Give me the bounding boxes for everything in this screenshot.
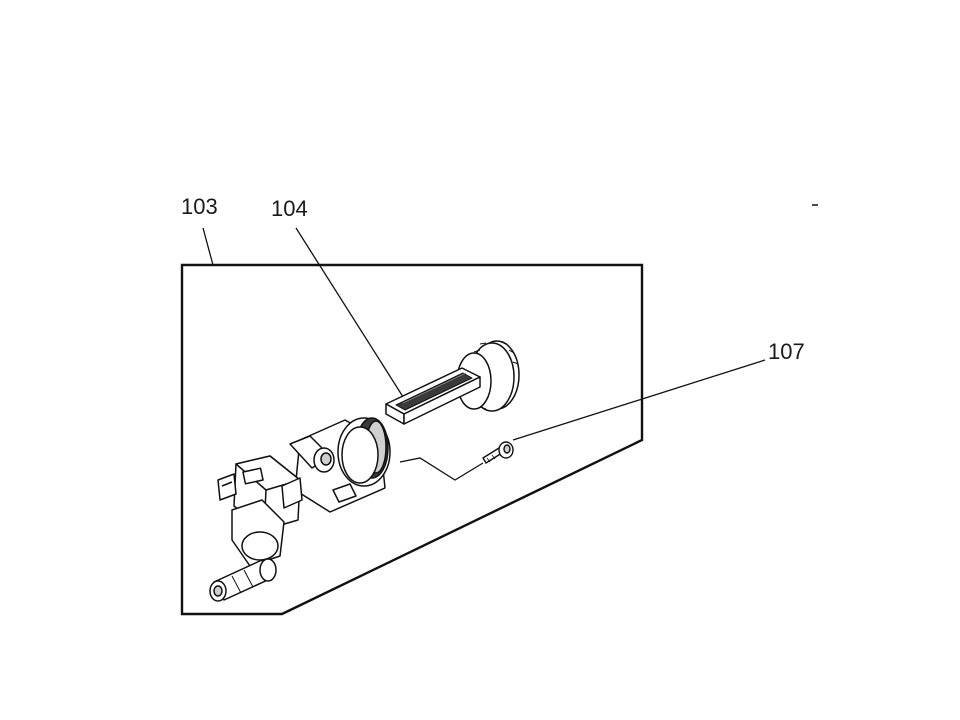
solenoid-valve-part-103 [209,417,391,602]
screw-part-107 [482,441,514,464]
callout-103-label: 103 [181,194,218,219]
callout-104-label: 104 [271,196,308,221]
filter-cartridge-part-104 [385,340,520,425]
connector-wire [399,457,484,481]
leader-107 [512,359,766,441]
assembly-frame [180,263,644,616]
leader-103 [202,227,214,266]
leader-104 [295,227,406,401]
leader-lines [202,227,766,441]
callout-107-label: 107 [768,339,805,364]
